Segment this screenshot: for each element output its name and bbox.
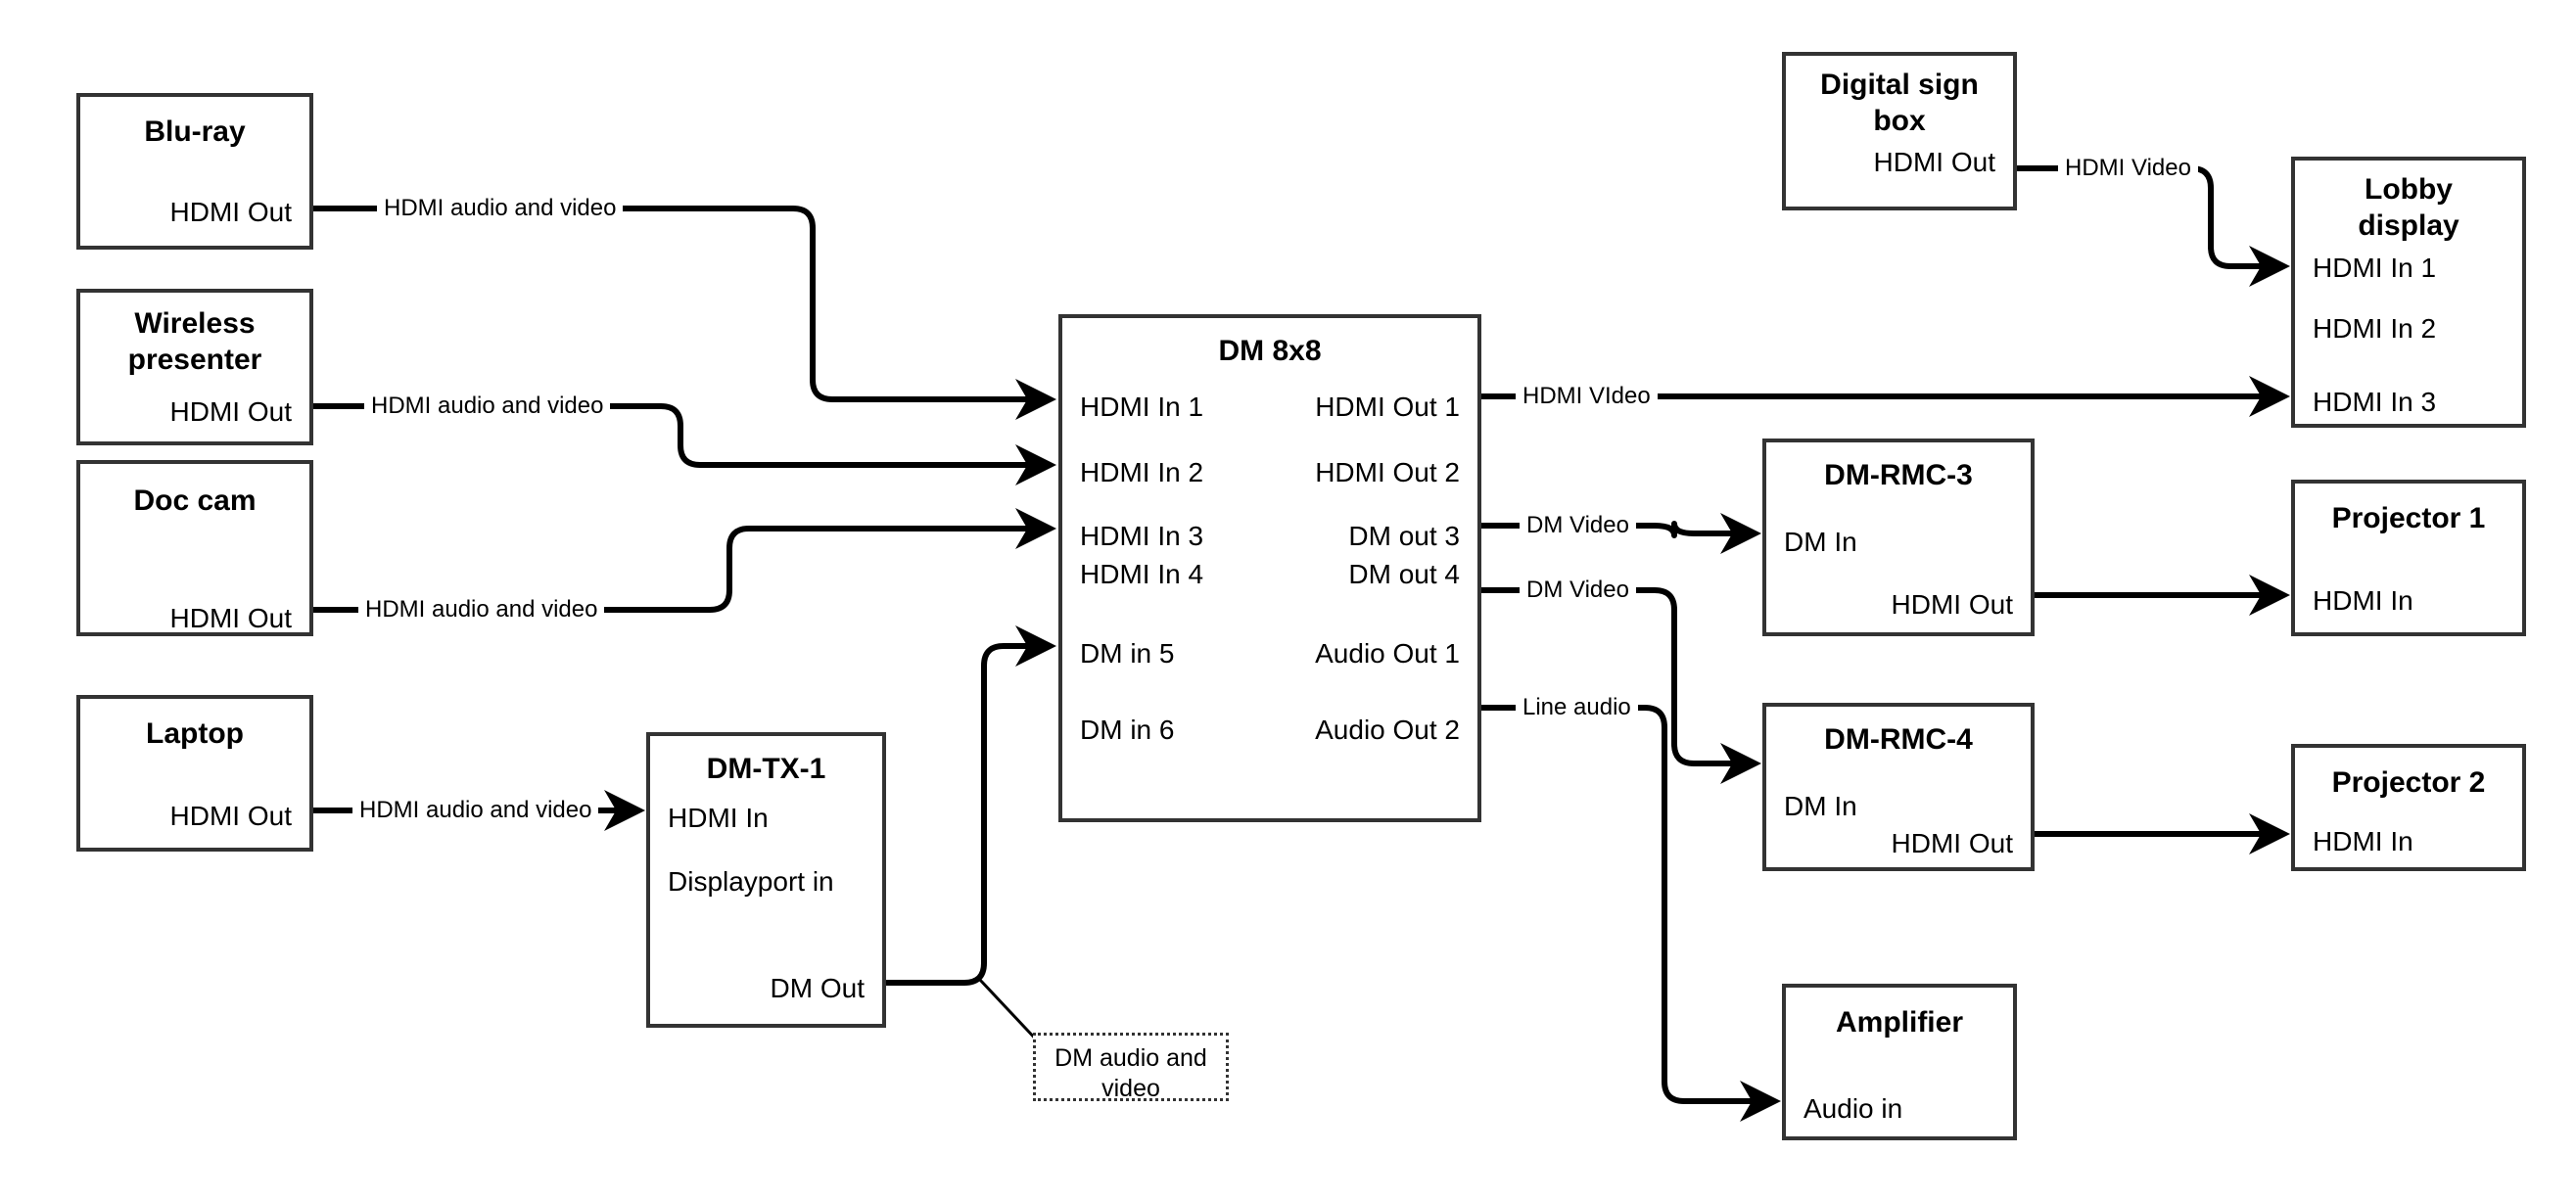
wire-label-bluray-to-dm: HDMI audio and video <box>377 197 624 220</box>
node-projector-2[interactable]: Projector 2 HDMI In <box>2291 744 2526 871</box>
node-wireless-presenter[interactable]: Wireless presenter HDMI Out <box>76 289 313 445</box>
node-wireless-presenter-title: Wireless presenter <box>127 307 262 376</box>
wire-signbox-to-lobby-in1 <box>2017 165 2290 287</box>
node-digital-sign-box[interactable]: Digital sign box HDMI Out <box>1782 52 2017 210</box>
wire-label-signbox-to-lobby: HDMI Video <box>2058 157 2198 180</box>
node-dm-8x8-output-5: Audio Out 1 <box>1315 638 1460 669</box>
node-laptop-port-hdmi-out: HDMI Out <box>169 801 292 831</box>
node-dm-rmc-4[interactable]: DM-RMC-4 DM In HDMI Out <box>1762 703 2035 871</box>
node-doc-cam-title: Doc cam <box>133 485 257 517</box>
node-projector-1-port-hdmi-in: HDMI In <box>2313 585 2413 616</box>
wire-label-dm-audioout1: Line audio <box>1516 696 1638 719</box>
node-dm-8x8-input-5: DM in 5 <box>1080 638 1175 669</box>
node-digital-sign-box-port-hdmi-out: HDMI Out <box>1873 147 1995 177</box>
node-dm-rmc-3-port-dm-in: DM In <box>1784 527 1857 557</box>
node-dm-8x8-output-1: HDMI Out 1 <box>1315 392 1460 422</box>
node-lobby-display-input-2: HDMI In 2 <box>2313 313 2437 344</box>
node-dm-8x8[interactable]: DM 8x8 HDMI In 1 HDMI In 2 HDMI In 3 HDM… <box>1058 314 1481 822</box>
node-dm-8x8-output-3: DM out 3 <box>1348 521 1460 551</box>
node-dm-8x8-output-6: Audio Out 2 <box>1315 715 1460 745</box>
node-dm-rmc-3-port-hdmi-out: HDMI Out <box>1891 589 2013 620</box>
node-dm-tx-1-title: DM-TX-1 <box>706 753 826 785</box>
node-dm-8x8-output-2: HDMI Out 2 <box>1315 457 1460 487</box>
node-lobby-display[interactable]: Lobby display HDMI In 1 HDMI In 2 HDMI I… <box>2291 157 2526 428</box>
wire-dm-dmout4-to-rmc4 <box>1481 587 1761 784</box>
node-dm-8x8-title: DM 8x8 <box>1218 335 1322 367</box>
node-dm-rmc-3[interactable]: DM-RMC-3 DM In HDMI Out <box>1762 439 2035 636</box>
wire-label-dm-hdmiout1: HDMI VIdeo <box>1516 385 1658 408</box>
node-dm-rmc-4-port-dm-in: DM In <box>1784 791 1857 821</box>
wire-label-dm-dmout3: DM Video <box>1520 514 1636 537</box>
node-dm-rmc-4-port-hdmi-out: HDMI Out <box>1891 828 2013 858</box>
node-dm-tx-1-port-dm-out: DM Out <box>770 973 865 1003</box>
node-dm-8x8-input-1: HDMI In 1 <box>1080 392 1204 422</box>
node-amplifier-port-audio-in: Audio in <box>1803 1093 1903 1124</box>
node-digital-sign-box-title: Digital sign box <box>1820 69 1979 137</box>
node-dm-8x8-output-4: DM out 4 <box>1348 559 1460 589</box>
node-bluray-port-hdmi-out: HDMI Out <box>169 197 292 227</box>
node-projector-1[interactable]: Projector 1 HDMI In <box>2291 480 2526 636</box>
node-doc-cam-port-hdmi-out: HDMI Out <box>169 603 292 633</box>
node-lobby-display-title: Lobby display <box>2358 173 2459 242</box>
node-laptop-title: Laptop <box>146 717 244 750</box>
node-wireless-presenter-port-hdmi-out: HDMI Out <box>169 396 292 427</box>
node-amplifier[interactable]: Amplifier Audio in <box>1782 984 2017 1140</box>
node-bluray-title: Blu-ray <box>144 115 246 148</box>
wire-label-wireless-to-dm: HDMI audio and video <box>364 394 611 418</box>
node-dm-tx-1-port-displayport-in: Displayport in <box>668 866 834 897</box>
wire-label-laptop-to-dmtx1: HDMI audio and video <box>352 799 599 822</box>
node-dm-rmc-3-title: DM-RMC-3 <box>1824 459 1973 491</box>
node-dm-rmc-4-title: DM-RMC-4 <box>1824 723 1973 756</box>
node-bluray[interactable]: Blu-ray HDMI Out <box>76 93 313 250</box>
node-dm-8x8-input-6: DM in 6 <box>1080 715 1175 745</box>
node-dm-8x8-input-2: HDMI In 2 <box>1080 457 1204 487</box>
node-projector-2-title: Projector 2 <box>2331 766 2486 799</box>
wire-dmtx1-to-dm-in5 <box>886 625 1056 986</box>
wire-label-dm-dmout4: DM Video <box>1520 578 1636 602</box>
node-doc-cam[interactable]: Doc cam HDMI Out <box>76 460 313 636</box>
node-dm-tx-1-port-hdmi-in: HDMI In <box>668 803 769 833</box>
callout-leader-line <box>977 977 1042 1045</box>
node-lobby-display-input-3: HDMI In 3 <box>2313 387 2437 417</box>
node-lobby-display-input-1: HDMI In 1 <box>2313 253 2437 283</box>
node-dm-8x8-input-4: HDMI In 4 <box>1080 559 1204 589</box>
wire-bluray-to-dm-in1 <box>313 206 1056 420</box>
node-laptop[interactable]: Laptop HDMI Out <box>76 695 313 852</box>
callout-dm-audio-and-video: DM audio and video <box>1033 1033 1229 1102</box>
node-dm-tx-1[interactable]: DM-TX-1 HDMI In Displayport in DM Out <box>646 732 886 1028</box>
node-dm-8x8-input-3: HDMI In 3 <box>1080 521 1204 551</box>
wire-label-doccam-to-dm: HDMI audio and video <box>358 598 605 622</box>
node-amplifier-title: Amplifier <box>1835 1006 1964 1039</box>
node-projector-1-title: Projector 1 <box>2331 502 2486 534</box>
node-projector-2-port-hdmi-in: HDMI In <box>2313 826 2413 856</box>
wire-dm-audioout1-to-amplifier <box>1481 705 1781 1122</box>
